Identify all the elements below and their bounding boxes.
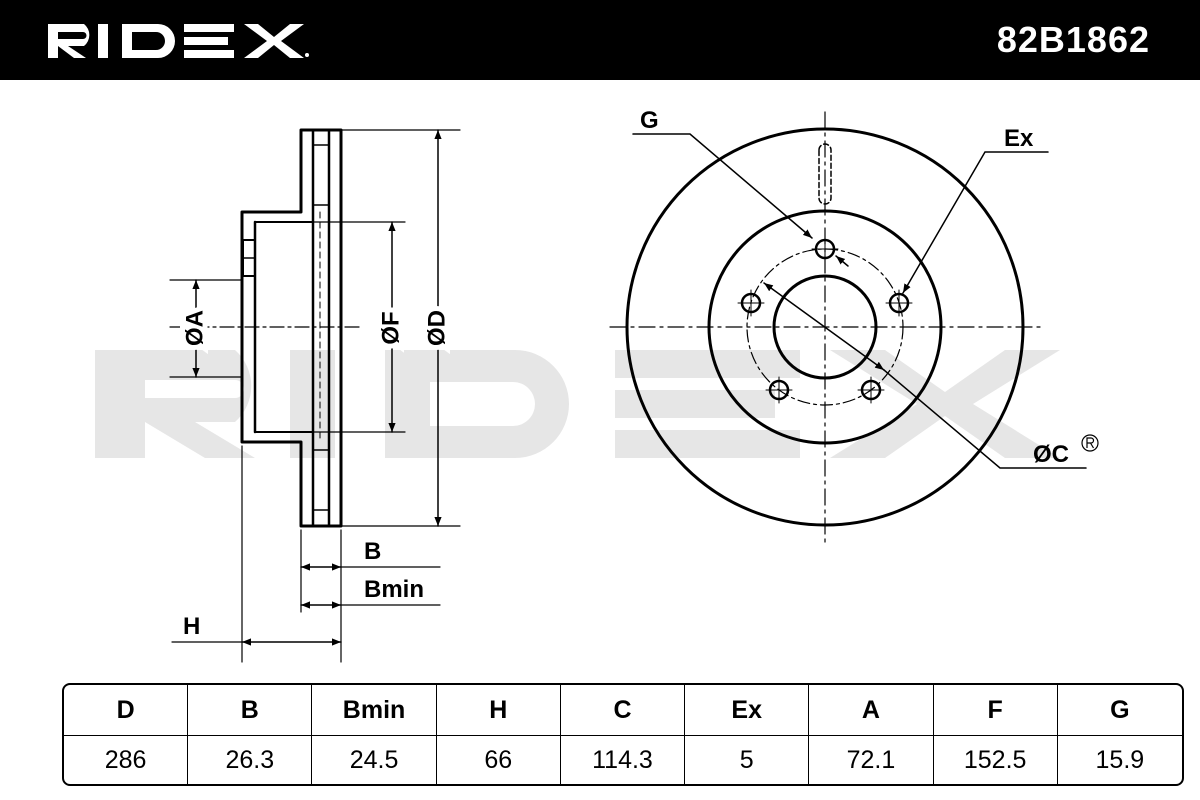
value-cell-ex: 5 [685,736,810,784]
value-cell-b: 26.3 [188,736,313,784]
label-ex: Ex [1004,125,1034,152]
value-cell-bmin: 24.5 [312,736,437,784]
value-cell-d: 286 [64,736,189,784]
header-cell-d: D [64,685,189,736]
header-cell-a: A [809,685,934,736]
label-dia-f: ØF [377,311,404,344]
front-view [609,111,1087,543]
registered-mark-icon [1081,434,1099,452]
header-bar: 82B1862 [0,0,1200,80]
value-cell-g: 15.9 [1095,745,1145,774]
label-bmin: Bmin [364,576,424,603]
label-dia-c: ØC [1033,441,1069,468]
value-cell-a: 72.1 [809,736,934,784]
header-cell-g: G [1057,685,1182,736]
value-cell-f: 152.5 [934,736,1058,784]
header-cell-b: B [188,685,313,736]
spec-table: D B Bmin H C Ex A F G 286 26.3 24.5 66 1… [62,683,1184,786]
ridex-logo [48,24,309,58]
header-cell-f: F [933,685,1058,736]
side-section-view [169,128,461,663]
header-cell-bmin: Bmin [312,685,437,736]
label-b: B [364,538,381,565]
label-dia-a: ØA [181,310,208,346]
header-cell-h: H [436,685,561,736]
spec-table-header-row: D B Bmin H C Ex A F G [64,685,1182,736]
part-number: 82B1862 [996,19,1150,60]
brake-disc-drawing: ØA ØF ØD B Bmin H [169,107,1099,663]
spec-table-value-row: 286 26.3 24.5 66 114.3 5 72.1 152.5 15.9 [64,736,1182,784]
label-dia-d: ØD [423,310,450,346]
ridex-watermark [95,350,1060,458]
header-cell-c: C [560,685,686,736]
value-cell-h: 66 [437,736,561,784]
value-cell-c: 114.3 [561,736,686,784]
label-h: H [183,613,200,640]
label-g: G [640,107,659,134]
header-cell-ex: Ex [685,685,810,736]
